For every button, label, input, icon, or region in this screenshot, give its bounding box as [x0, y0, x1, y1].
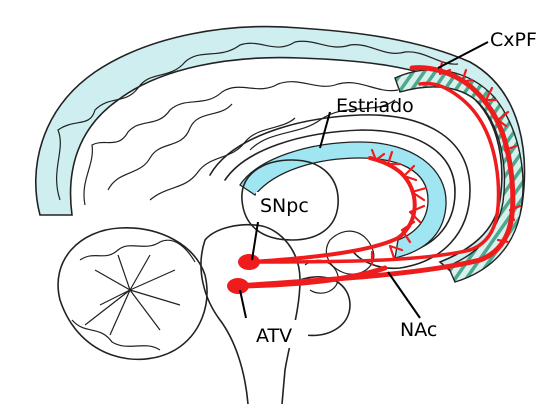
gyri-fold-1: [108, 104, 232, 190]
atv-nucleus: [227, 278, 249, 294]
nac-leader: [388, 272, 420, 318]
snpc-label: SNpc: [260, 195, 309, 217]
brainstem: [201, 225, 300, 404]
cxpf-label: CxPF: [490, 29, 537, 51]
cerebellum-arbor: [85, 255, 180, 335]
atv-leader: [240, 290, 246, 318]
atv-label: ATV: [256, 325, 292, 347]
estriado-label: Estriado: [336, 95, 414, 117]
nac-label: NAc: [400, 319, 437, 341]
snpc-nucleus: [238, 254, 260, 270]
